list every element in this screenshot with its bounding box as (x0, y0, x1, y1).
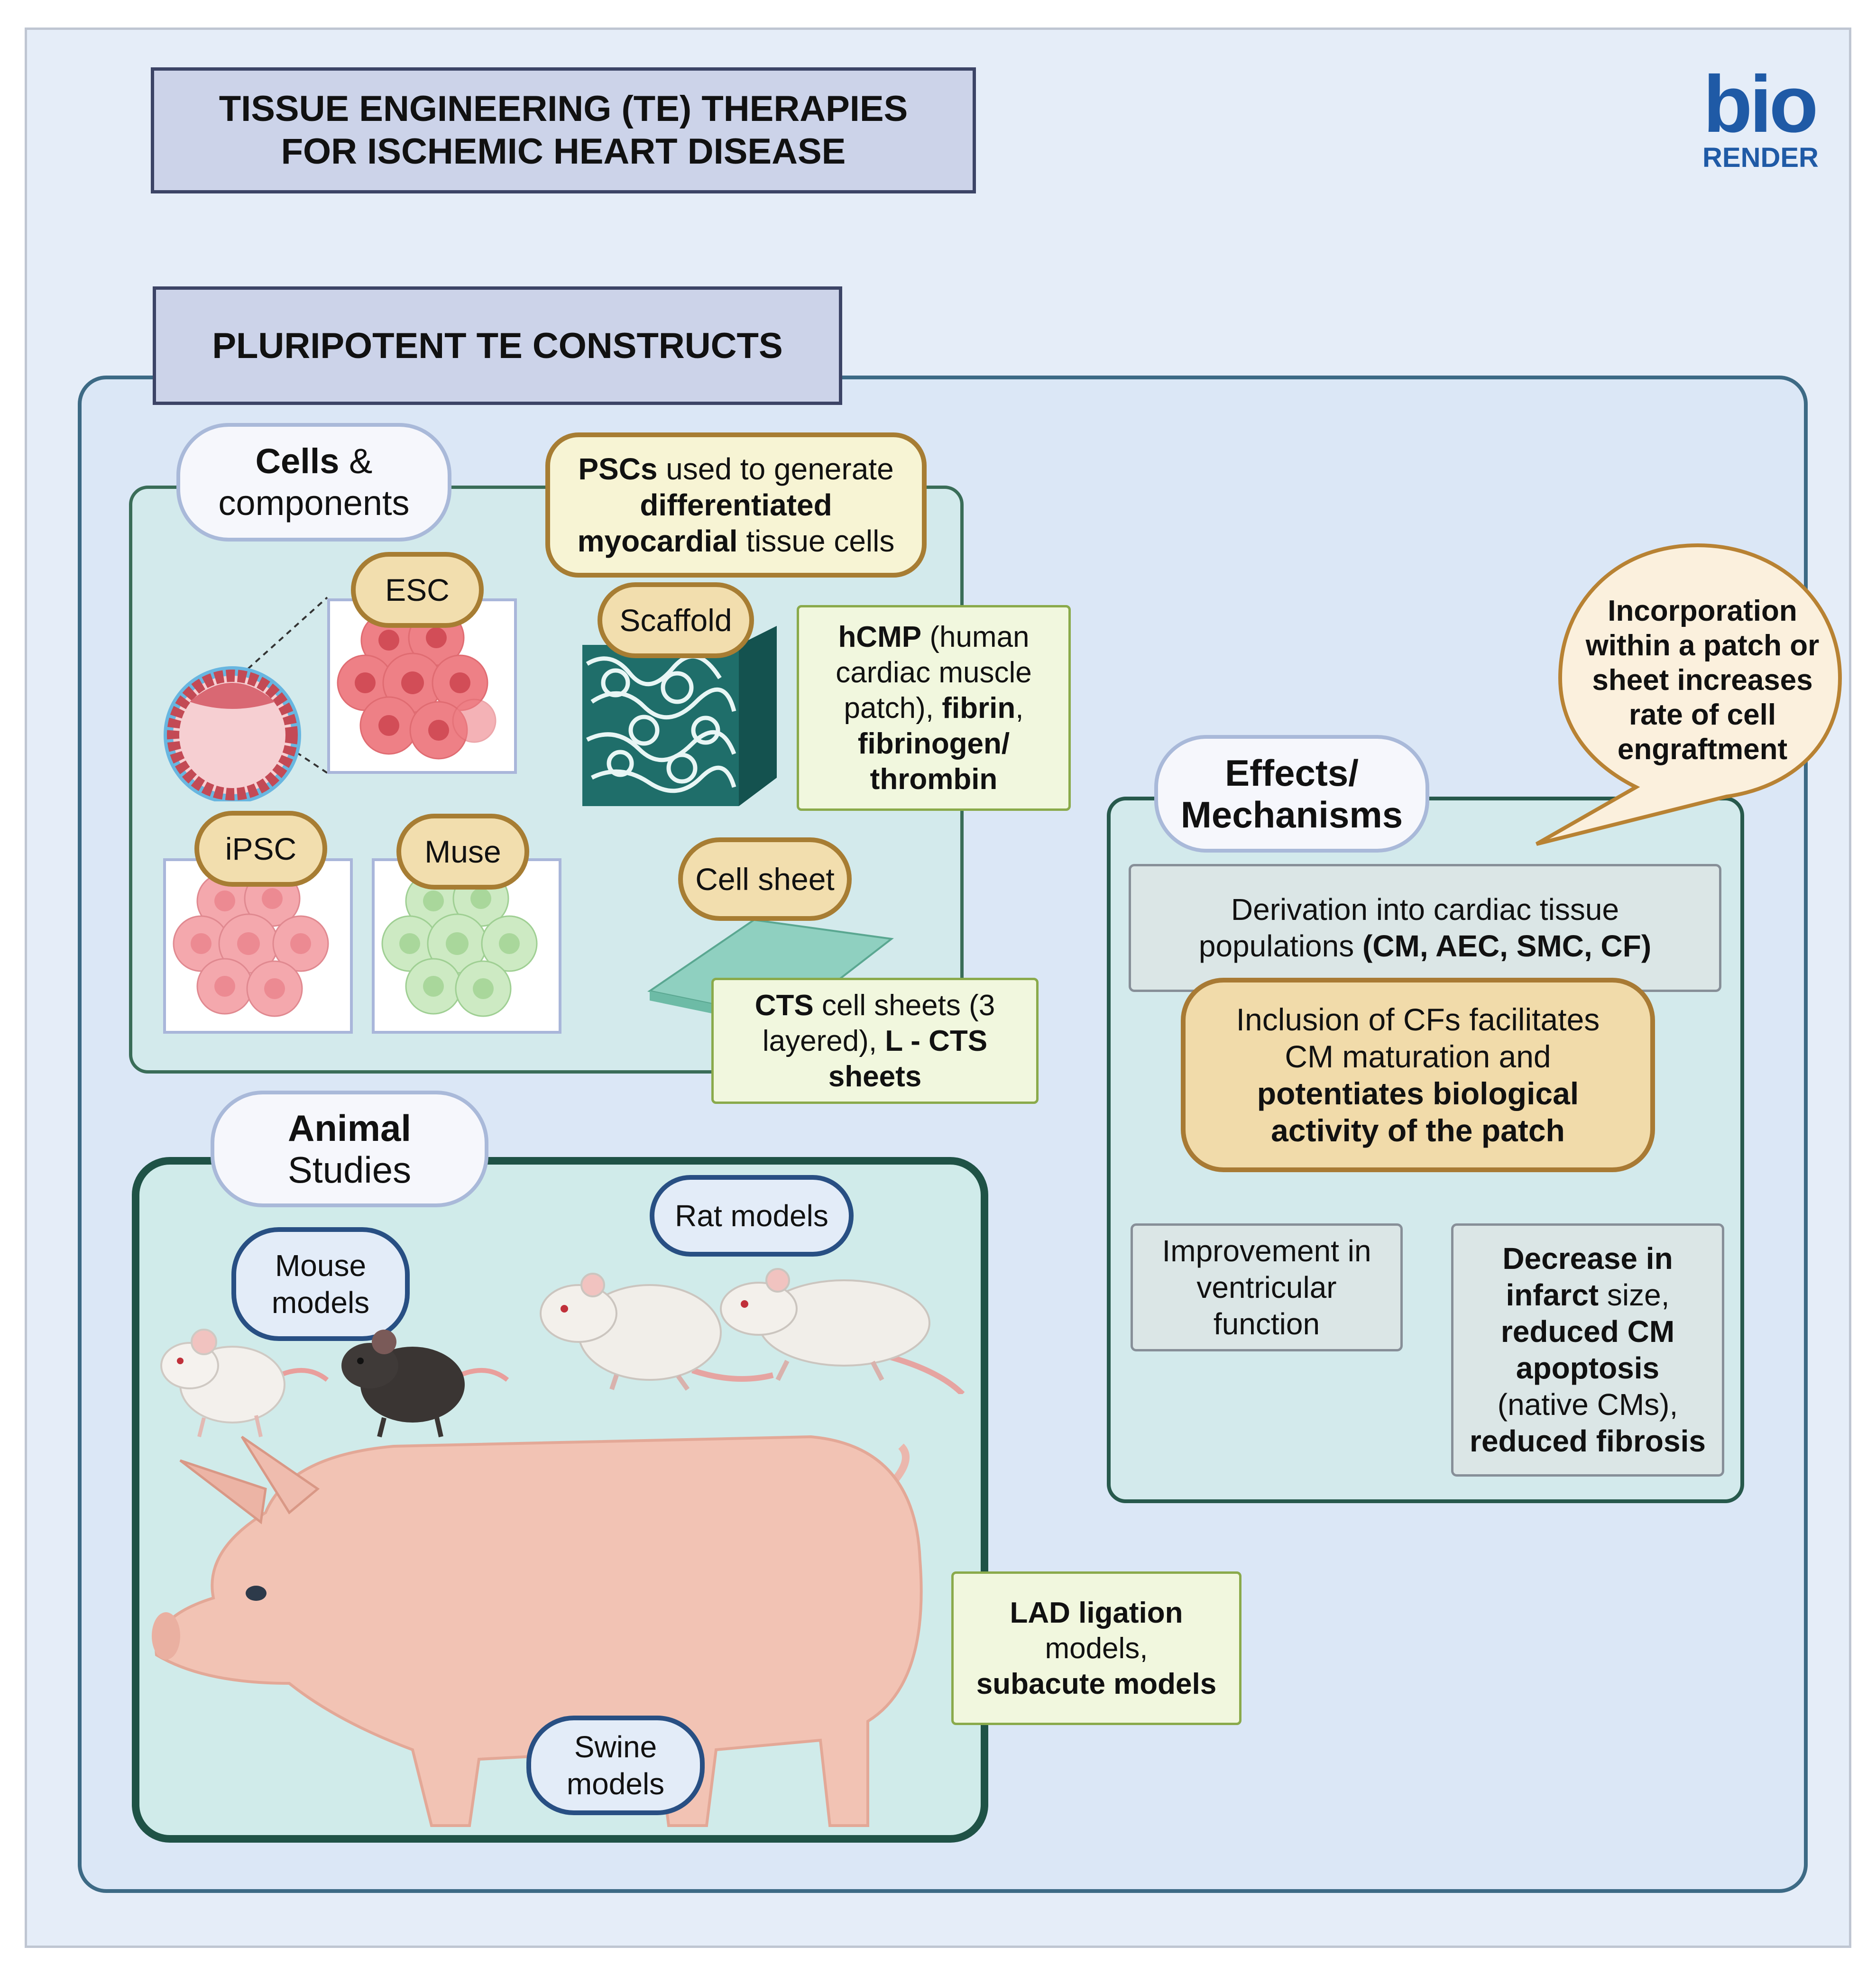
lad-text1: models, (1045, 1632, 1148, 1665)
hcmp-bold4: thrombin (870, 762, 998, 796)
hcmp-text1: (human (921, 620, 1030, 653)
effects-header-line1: Effects/ (1225, 752, 1359, 794)
ipsc-cells-cluster (173, 870, 329, 1017)
decrease-text1: size, (1599, 1278, 1670, 1312)
ipsc-tag: iPSC (194, 811, 327, 887)
section-title-text: PLURIPOTENT TE CONSTRUCTS (212, 325, 783, 366)
rat-icon-1 (540, 1273, 774, 1391)
lad-bold: LAD ligation (1010, 1596, 1183, 1629)
swine-models-line1: Swine (574, 1730, 657, 1764)
ipsc-label: iPSC (225, 831, 297, 866)
cells-header-bold: Cells (255, 441, 340, 481)
animal-header-bold: Animal (287, 1107, 412, 1149)
inclusion-bold2: activity of the patch (1271, 1113, 1565, 1148)
speech-bubble-text: Incorporation within a patch or sheet in… (1560, 594, 1845, 774)
effects-header-line2: Mechanisms (1180, 794, 1403, 836)
esc-cells-cluster (337, 612, 497, 760)
rat-models-label: Rat models (650, 1175, 854, 1257)
mouse-models-line1: Mouse (275, 1249, 367, 1283)
pscs-bold: PSCs (578, 452, 658, 486)
inclusion-text1: Inclusion of CFs facilitates (1236, 1002, 1600, 1037)
cell-sheet-label: Cell sheet (695, 862, 835, 897)
rat-icon-2 (720, 1268, 965, 1394)
cts-text1: cell sheets (3 (813, 989, 995, 1022)
improvement-line2: ventricular (1196, 1270, 1337, 1304)
pscs-text1: used to generate (657, 452, 894, 486)
muse-label: Muse (424, 834, 501, 869)
cells-header: Cells &components (176, 423, 451, 542)
cells-header-line2: components (218, 483, 410, 523)
derivation-text1: Derivation into cardiac tissue (1231, 892, 1619, 927)
scaffold-label: Scaffold (619, 603, 732, 638)
derivation-text2: populations (1198, 929, 1363, 963)
esc-tag: ESC (351, 552, 484, 628)
decrease-bold4: apoptosis (1516, 1351, 1660, 1385)
mouse-models-line2: models (271, 1286, 370, 1320)
hcmp-bold2: fibrin (942, 691, 1016, 725)
improvement-line3: function (1213, 1306, 1320, 1341)
derivation-bold: (CM, AEC, SMC, CF) (1362, 929, 1652, 963)
speech-line2: within a patch or (1585, 629, 1820, 662)
swine-models-line2: models (566, 1767, 665, 1801)
white-mouse-icon (160, 1329, 329, 1437)
black-mouse-icon (341, 1330, 509, 1438)
muse-tag: Muse (396, 814, 529, 890)
cts-text2: layered), (762, 1024, 885, 1057)
hcmp-text2: cardiac muscle (836, 656, 1032, 689)
improvement-line1: Improvement in (1162, 1233, 1371, 1268)
muse-cells-cluster (381, 870, 538, 1017)
pig-icon (152, 1435, 923, 1827)
decrease-bold2: infarct (1506, 1278, 1599, 1312)
animal-header-line2: Studies (287, 1149, 412, 1191)
decrease-text2: (native CMs), (1497, 1387, 1678, 1422)
inclusion-bold1: potentiates biological (1257, 1076, 1579, 1111)
cell-sheet-tag: Cell sheet (678, 837, 852, 921)
pscs-bold2: differentiated (640, 488, 832, 522)
lad-bold2: subacute models (976, 1667, 1217, 1700)
cts-bold: CTS (754, 989, 814, 1022)
hcmp-text4: , (1015, 691, 1024, 725)
rat-models-text: Rat models (675, 1199, 828, 1233)
blastocyst-illustration (164, 597, 328, 801)
logo-text-top: bio (1703, 59, 1819, 149)
main-title-line2: FOR ISCHEMIC HEART DISEASE (281, 131, 846, 172)
hcmp-bold: hCMP (838, 620, 922, 653)
main-title-line1: TISSUE ENGINEERING (TE) THERAPIES (219, 89, 908, 129)
speech-line3: sheet increases (1592, 664, 1813, 697)
decrease-bold3: reduced CM (1500, 1314, 1675, 1349)
speech-line1: Incorporation (1608, 595, 1797, 627)
effects-header: Effects/Mechanisms (1154, 735, 1429, 853)
cts-bold3: sheets (828, 1060, 922, 1093)
hcmp-bold3: fibrinogen/ (857, 727, 1010, 760)
section-title: PLURIPOTENT TE CONSTRUCTS (153, 286, 842, 405)
speech-line5: engraftment (1617, 733, 1788, 766)
biorender-logo: bio RENDER (1702, 59, 1819, 175)
cells-header-rest: & (339, 441, 373, 481)
scaffold-tag: Scaffold (598, 582, 754, 658)
decrease-bold5: reduced fibrosis (1470, 1424, 1706, 1458)
hcmp-text3: patch), (844, 691, 942, 725)
speech-bubble-shape (1536, 543, 1842, 846)
speech-line4: rate of cell (1628, 698, 1776, 731)
scaffold-illustration (582, 626, 777, 806)
pscs-bold3: myocardial (577, 524, 738, 558)
decrease-bold1: Decrease in (1502, 1241, 1673, 1276)
inclusion-text2: CM maturation and (1285, 1039, 1551, 1074)
logo-text-bottom: RENDER (1702, 142, 1819, 173)
esc-label: ESC (385, 572, 450, 607)
cts-bold2: L - CTS (885, 1024, 988, 1057)
pscs-text2: tissue cells (737, 524, 895, 558)
